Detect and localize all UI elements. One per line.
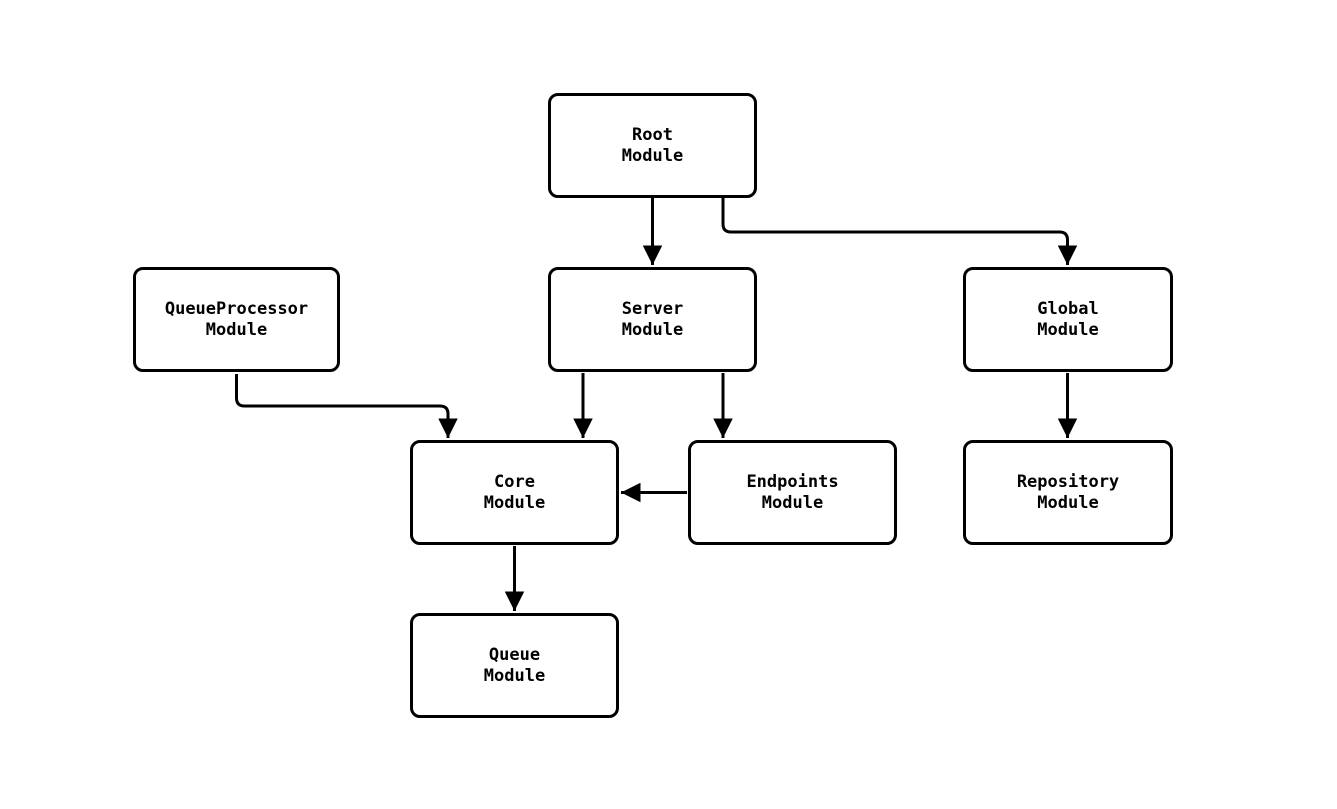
node-queueprocessor-module: QueueProcessor Module bbox=[133, 267, 340, 372]
node-endpoints-module: Endpoints Module bbox=[688, 440, 897, 545]
node-server-module: Server Module bbox=[548, 267, 757, 372]
node-queueprocessor-module-label: QueueProcessor Module bbox=[164, 298, 309, 340]
node-core-module: Core Module bbox=[410, 440, 619, 545]
node-server-module-label: Server Module bbox=[621, 298, 684, 340]
node-global-module: Global Module bbox=[963, 267, 1173, 372]
node-root-module-label: Root Module bbox=[621, 124, 684, 166]
node-queue-module-label: Queue Module bbox=[483, 644, 546, 686]
node-endpoints-module-label: Endpoints Module bbox=[746, 471, 839, 513]
node-repository-module: Repository Module bbox=[963, 440, 1173, 545]
node-repository-module-label: Repository Module bbox=[1016, 471, 1120, 513]
edge-queueprocessor-to-core bbox=[235, 374, 458, 438]
edge-root-to-global bbox=[721, 198, 1078, 265]
node-core-module-label: Core Module bbox=[483, 471, 546, 513]
node-root-module: Root Module bbox=[548, 93, 757, 198]
node-queue-module: Queue Module bbox=[410, 613, 619, 718]
node-global-module-label: Global Module bbox=[1037, 298, 1099, 340]
